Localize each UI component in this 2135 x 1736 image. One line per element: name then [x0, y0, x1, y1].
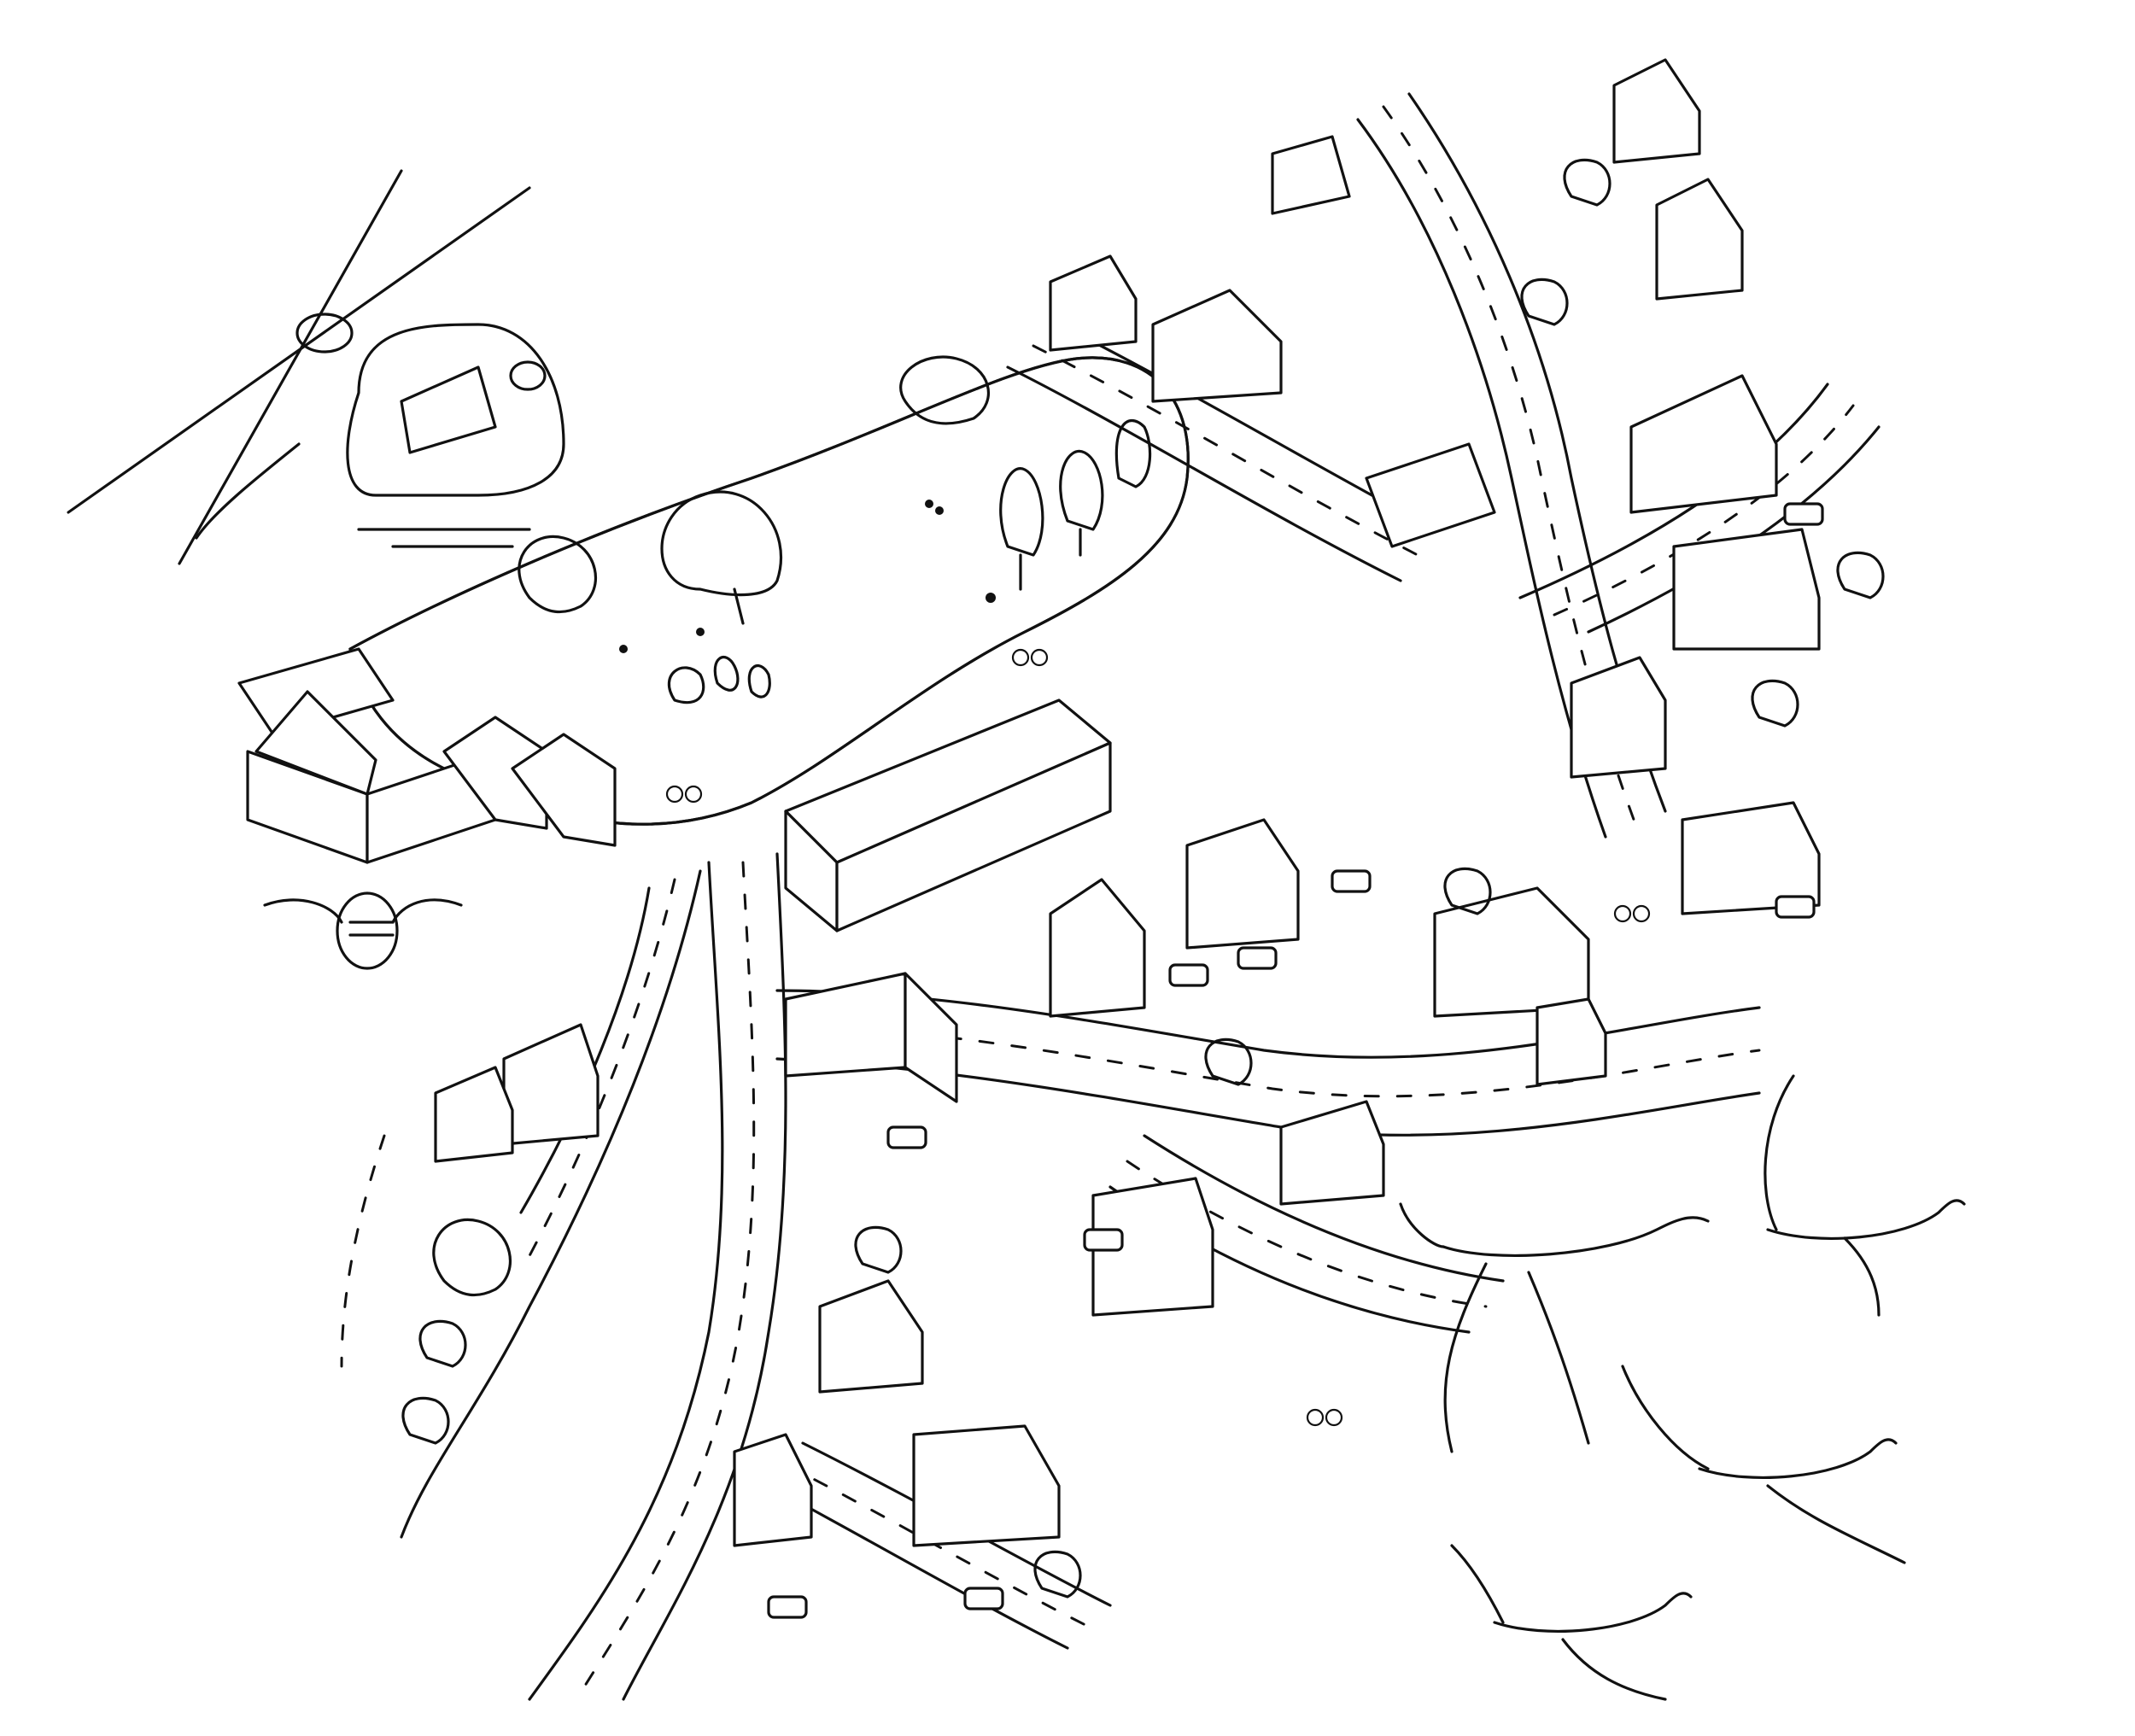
house-row	[237, 647, 617, 864]
trees	[401, 158, 1885, 1599]
house-row	[784, 698, 1112, 932]
houses	[237, 58, 1821, 1547]
house-row	[434, 1023, 1214, 1547]
cyclists	[665, 648, 1651, 1427]
park-trees	[660, 355, 1152, 704]
cars	[767, 502, 1824, 1619]
bee	[263, 891, 463, 970]
house-row	[1049, 135, 1496, 548]
park-figures	[619, 500, 996, 653]
goose	[1764, 1074, 1966, 1317]
goose	[1450, 1544, 1693, 1701]
goose	[1621, 1365, 1906, 1564]
house-row	[784, 818, 1300, 1103]
goose	[1399, 1202, 1710, 1453]
geese	[1399, 1074, 1966, 1701]
house-row	[1612, 58, 1821, 651]
helicopter	[67, 169, 565, 565]
house-row	[1279, 656, 1821, 1206]
